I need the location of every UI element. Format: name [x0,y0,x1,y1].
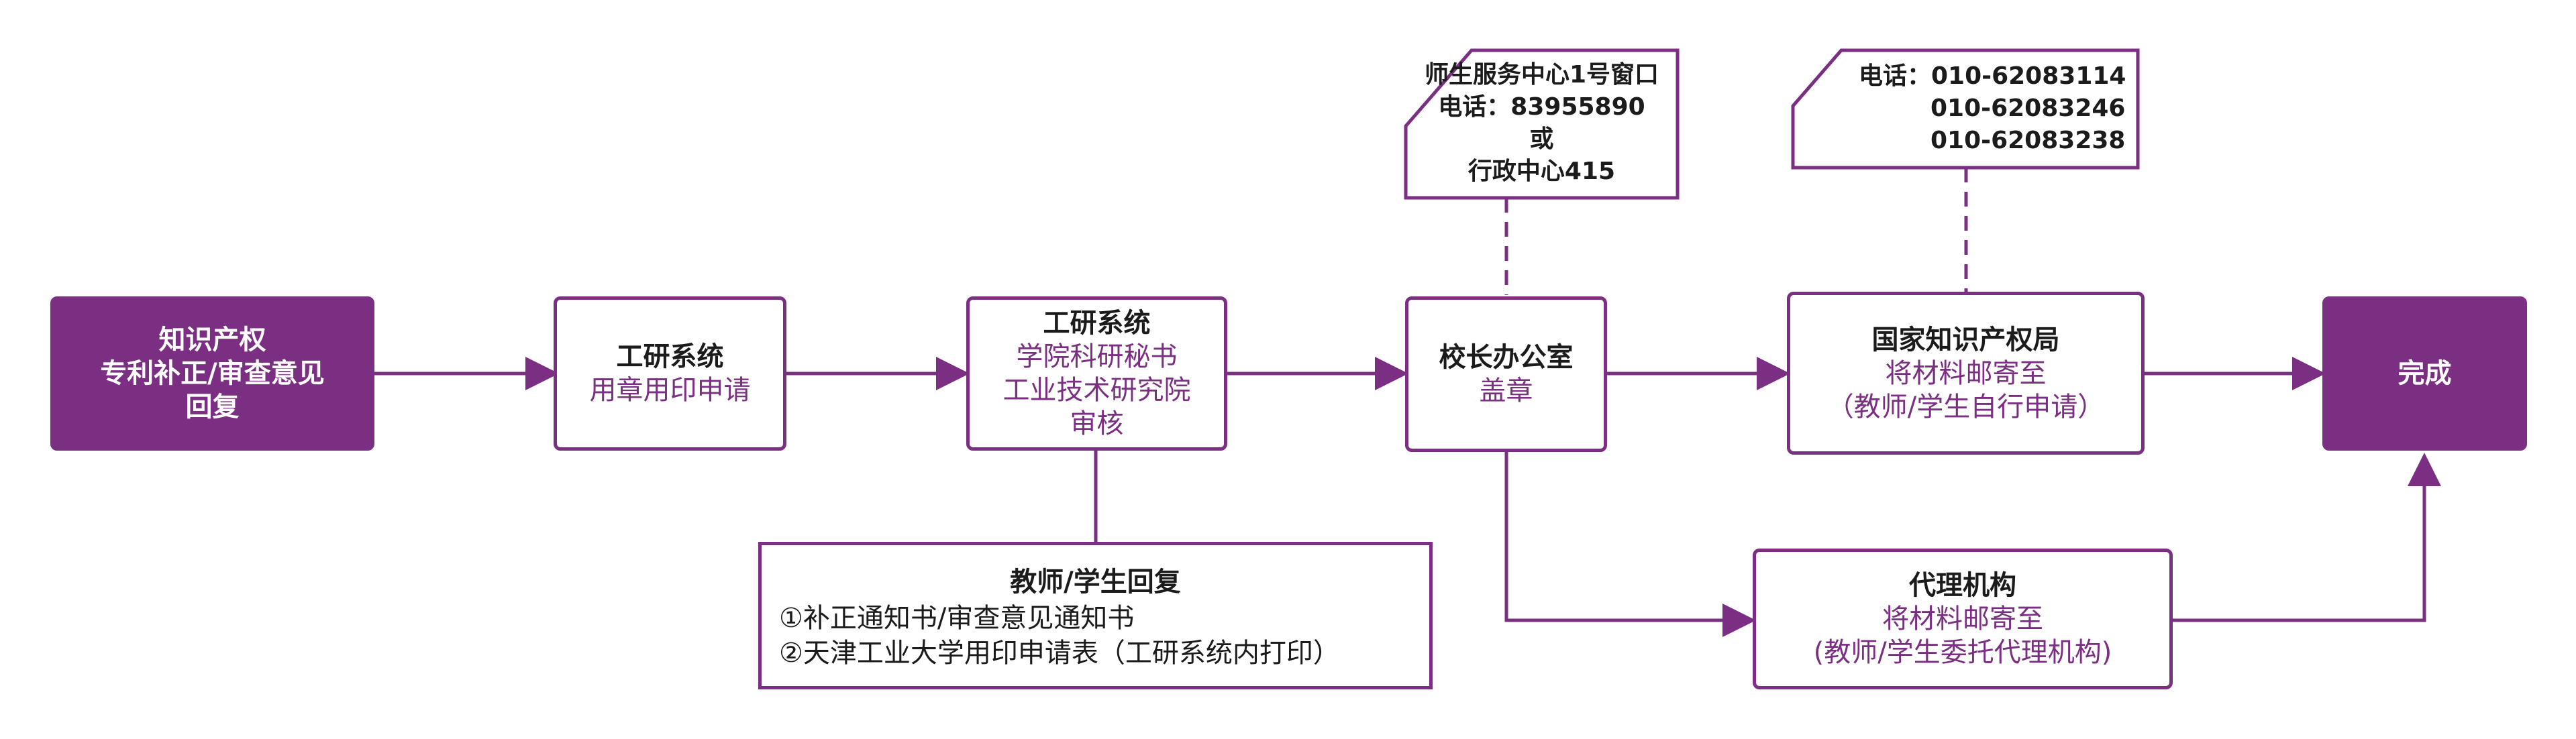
done-title: 完成 [2398,358,2452,389]
start-line-2: 专利补正/审查意见 [100,358,325,389]
president-contact-line-3: 或 [1529,125,1554,153]
president-contact-line-1: 师生服务中心1号窗口 [1424,61,1659,89]
done-node: 完成 [2322,296,2527,451]
start-line-1: 知识产权 [158,325,266,355]
agency-line-1: 将材料邮寄至 [1882,604,2043,634]
reply-box: 教师/学生回复 ①补正通知书/审查意见通知书 ②天津工业大学用印申请表（工研系统… [758,542,1433,689]
start-line-3: 回复 [185,392,240,422]
reply-line-2: ②天津工业大学用印申请表（工研系统内打印） [779,638,1340,669]
review-title: 工研系统 [1043,308,1151,339]
cnipa-node: 国家知识产权局 将材料邮寄至 （教师/学生自行申请） [1787,292,2145,455]
reply-title: 教师/学生回复 [1010,567,1181,598]
president-contact-line-2: 电话：83955890 [1438,93,1645,121]
agency-title: 代理机构 [1909,570,2016,601]
reply-line-1: ①补正通知书/审查意见通知书 [779,603,1135,634]
cnipa-contact-line-3: 010-62083238 [1930,127,2126,154]
president-contact-line-4: 行政中心415 [1467,158,1616,185]
president-office-node: 校长办公室 盖章 [1405,296,1607,452]
arrow-office-to-agency [1504,452,1756,637]
cnipa-contact-line-1: 电话：010-62083114 [1859,62,2126,90]
review-line-1: 学院科研秘书 [1016,341,1178,372]
review-line-2: 工业技术研究院 [1002,375,1191,406]
arrow-agency-to-done [2173,453,2441,622]
review-node: 工研系统 学院科研秘书 工业技术研究院 审核 [966,296,1227,451]
agency-node: 代理机构 将材料邮寄至 (教师/学生委托代理机构) [1753,549,2173,689]
president-office-line-1: 盖章 [1479,376,1533,406]
review-line-3: 审核 [1070,408,1124,439]
note-president-shape [1404,48,1680,200]
president-office-title: 校长办公室 [1439,342,1574,373]
agency-line-2: (教师/学生委托代理机构) [1813,637,2112,668]
cnipa-contact-line-2: 010-62083246 [1930,95,2126,122]
seal-apply-title: 工研系统 [616,341,724,372]
cnipa-line-2: （教师/学生自行申请） [1826,391,2105,422]
cnipa-line-1: 将材料邮寄至 [1885,357,2047,389]
cnipa-contact-note: 电话：010-62083114 010-62083246 010-6208323… [1859,60,2126,157]
seal-apply-node: 工研系统 用章用印申请 [554,296,786,451]
start-node: 知识产权 专利补正/审查意见 回复 [50,296,374,451]
note-cnipa-shape [1791,48,2140,170]
president-contact-note: 师生服务中心1号窗口 电话：83955890 或 行政中心415 [1406,59,1678,188]
cnipa-title: 国家知识产权局 [1871,324,2060,355]
seal-apply-line-1: 用章用印申请 [589,375,751,406]
